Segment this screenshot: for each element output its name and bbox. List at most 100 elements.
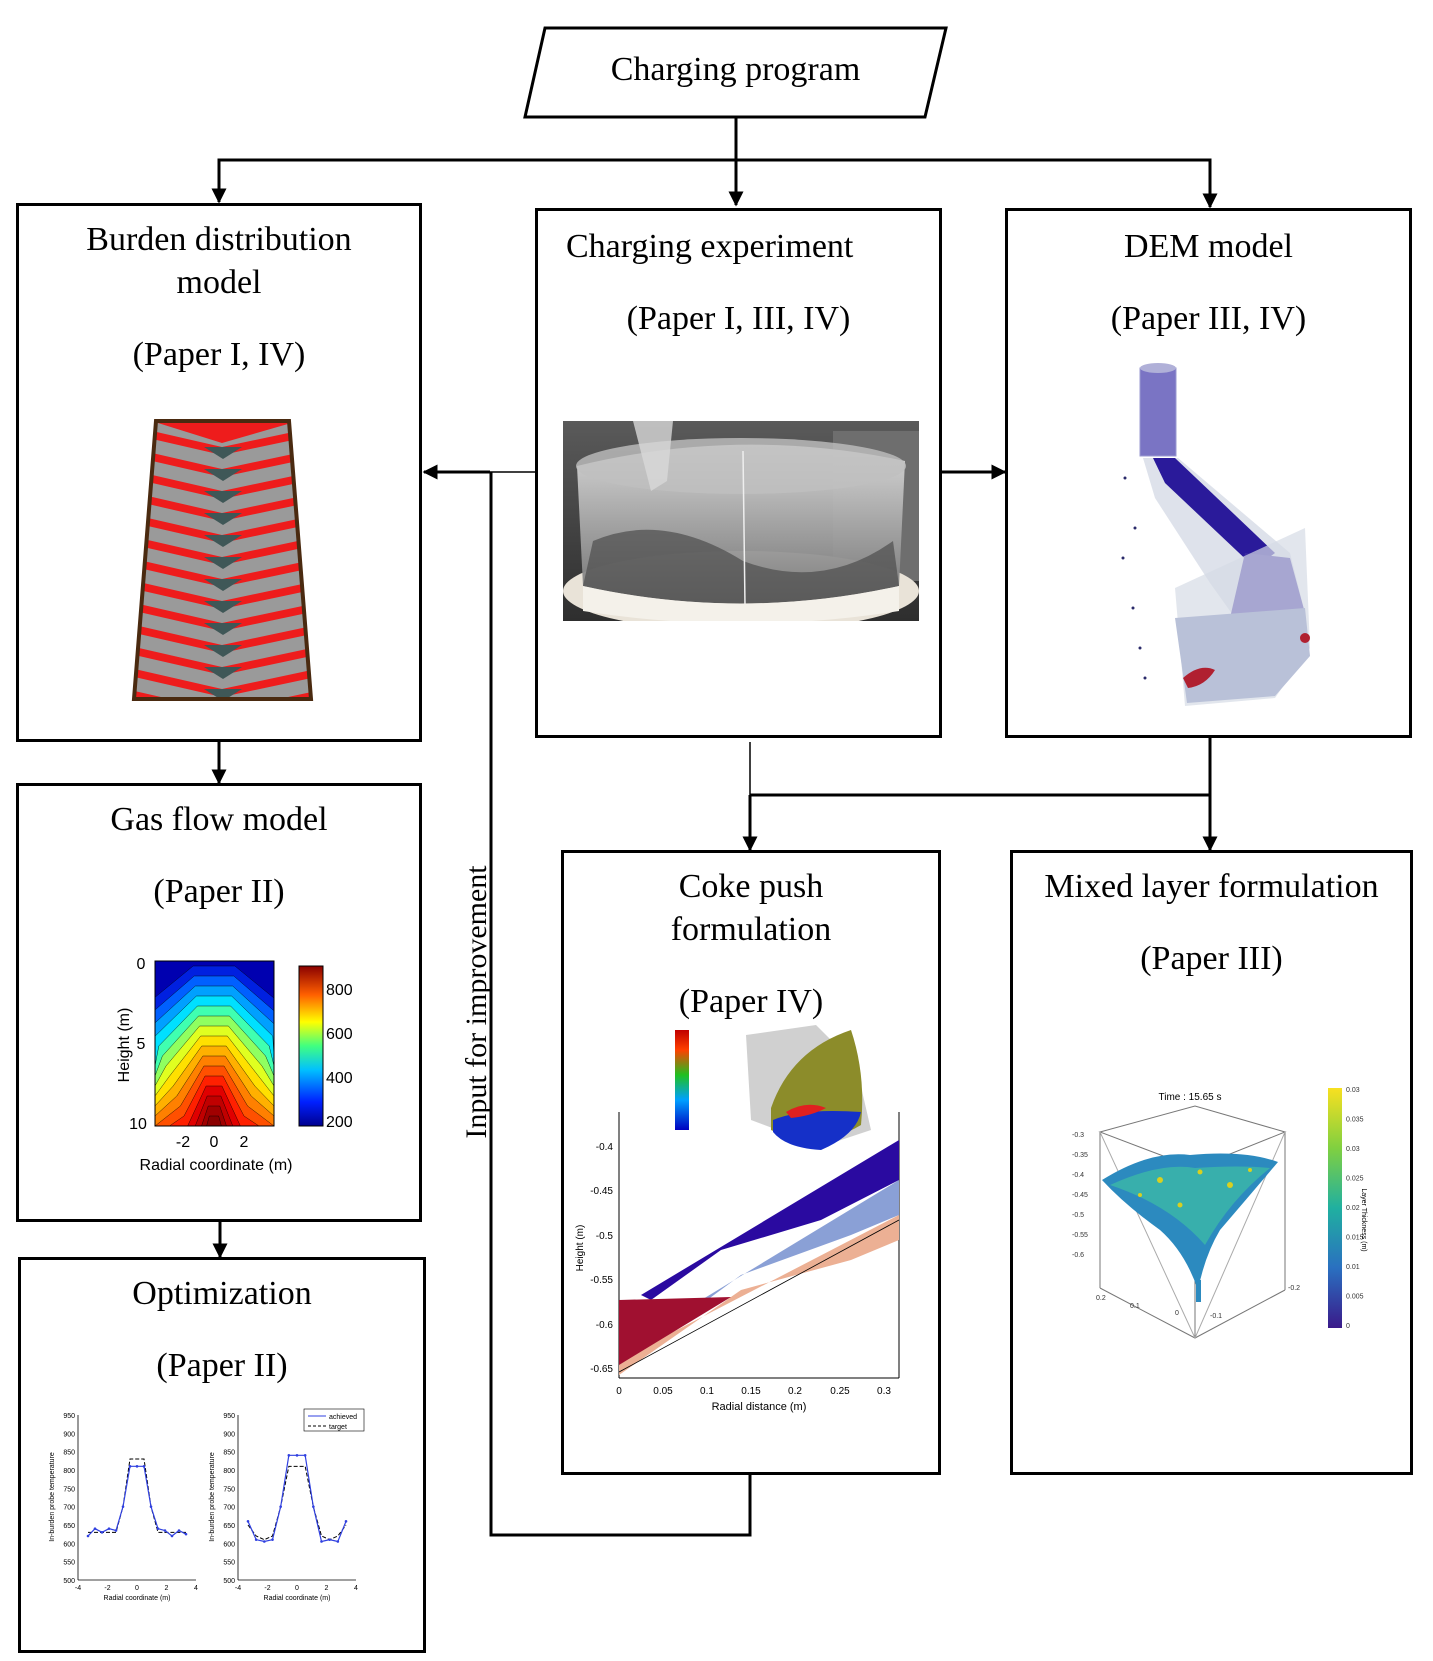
mixed-paper-ref: (Paper III): [1140, 940, 1283, 977]
coke-wedge: [204, 447, 242, 459]
experiment-photo: [563, 421, 919, 621]
opt-ytick: 600: [223, 1541, 235, 1548]
coke-wedge: [204, 667, 242, 679]
opt-achieved-point: [312, 1505, 315, 1508]
gas-xtick-neg2: -2: [176, 1134, 190, 1151]
gas-paper-ref: (Paper II): [153, 873, 285, 910]
coke-ytick: -0.6: [596, 1320, 614, 1331]
opt-ytick: 950: [223, 1413, 235, 1420]
opt-xlabel: Radial coordinate (m): [264, 1595, 331, 1602]
burden-layer-band: [134, 634, 311, 664]
mixed-ztick: -0.45: [1072, 1192, 1088, 1199]
coke-ytick: -0.4: [596, 1142, 614, 1153]
dem-paper-ref: (Paper III, IV): [1110, 300, 1307, 337]
coke-wedge: [204, 513, 242, 525]
opt-achieved-point: [279, 1505, 282, 1508]
opt-ylabel: In-burden probe temperature: [209, 1452, 216, 1542]
coke-wedge: [204, 491, 242, 503]
burden-layer-band: [134, 436, 311, 466]
coke-wedge: [204, 623, 242, 635]
opt-ytick: 750: [223, 1486, 235, 1493]
opt-achieved-point: [254, 1538, 258, 1541]
coke-wedge: [204, 469, 242, 481]
coke-wedge: [204, 689, 242, 699]
dem-simulation-figure: [1121, 363, 1310, 706]
opt-achieved-point: [135, 1465, 139, 1468]
mixed-cbar-tick: 0.015: [1346, 1235, 1364, 1242]
coke-ytick: -0.5: [596, 1231, 614, 1242]
mixed-title: Mixed layer formulation: [1044, 868, 1379, 905]
opt-achieved-point: [114, 1529, 118, 1532]
mixed-xtick: 0.2: [1096, 1295, 1106, 1302]
burden-distribution-box: Burden distribution model (Paper I, IV): [16, 203, 422, 742]
coke-layer-ore: [619, 1215, 899, 1375]
mixed-ztick: -0.5: [1072, 1212, 1084, 1219]
mixed-ztick: -0.6: [1072, 1252, 1084, 1259]
opt-xtick: -2: [104, 1585, 110, 1592]
mixed-xtick: 0: [1175, 1310, 1179, 1317]
burden-layer-band: [134, 568, 311, 598]
coke-xtick: 0.3: [877, 1386, 891, 1397]
opt-ytick: 550: [223, 1560, 235, 1567]
burden-layer-band: [134, 524, 311, 554]
opt-achieved-point: [246, 1520, 250, 1523]
mixed-cbar-tick: 0.005: [1346, 1294, 1364, 1301]
gas-contour-band: [155, 961, 274, 1026]
charging-program-label: Charging program: [610, 51, 861, 88]
coke-xtick: 0.05: [653, 1386, 673, 1397]
gas-cbar-400: 400: [326, 1070, 353, 1087]
opt-ytick: 900: [63, 1431, 75, 1438]
opt-xtick: -2: [264, 1585, 270, 1592]
burden-layer-band: [134, 612, 311, 642]
opt-achieved-point: [328, 1538, 331, 1541]
coke-title-line2: formulation: [670, 911, 832, 948]
burden-layer-band: [134, 546, 311, 576]
coke-wedge: [204, 557, 242, 569]
mixed-cbar-tick: 0.02: [1346, 1205, 1360, 1212]
opt-ytick: 550: [63, 1560, 75, 1567]
opt-xtick: 0: [295, 1585, 299, 1592]
opt-target-line: [247, 1465, 347, 1541]
opt-achieved-point: [303, 1454, 307, 1457]
opt-achieved-line: [247, 1454, 347, 1543]
mixed-ztick: -0.55: [1072, 1232, 1088, 1239]
opt-ytick: 850: [223, 1450, 235, 1457]
dem-model-box: DEM model (Paper III, IV): [1005, 208, 1412, 738]
gas-flow-box: Gas flow model (Paper II) 0 5 10 -2 0 2 …: [16, 783, 422, 1222]
charging-program-node: [523, 26, 948, 119]
gas-contour-band: [155, 961, 274, 1036]
experiment-paper-ref: (Paper I, III, IV): [626, 300, 851, 337]
feedback-loop-line: [489, 472, 752, 1537]
input-for-improvement-label: Input for improvement: [460, 865, 493, 1139]
opt-xtick: 0: [135, 1585, 139, 1592]
opt-achieved-point: [128, 1465, 132, 1468]
mixed-cbar-tick: 0.03: [1346, 1087, 1360, 1094]
opt-ytick: 950: [63, 1413, 75, 1420]
opt-xtick: 4: [194, 1585, 198, 1592]
burden-layer-figure: [131, 419, 314, 701]
mixed-xtick: 0.1: [1130, 1303, 1140, 1310]
gas-cbar-200: 200: [326, 1114, 353, 1131]
mixed-cbar-tick: 0.01: [1346, 1264, 1360, 1271]
mixed-cbar-label: Layer Thickness (m): [1360, 1188, 1367, 1251]
mixed-xtick: -0.1: [1210, 1313, 1222, 1320]
mixed-layer-figure: Time : 15.65 s -0.3-0.35-0.4-0.45-0.5-0.…: [1072, 1087, 1367, 1340]
opt-ytick: 500: [223, 1578, 235, 1585]
mixed-cbar-tick: 0.025: [1346, 1176, 1364, 1183]
opt-achieved-point: [271, 1538, 274, 1541]
opt-ytick: 650: [223, 1523, 235, 1530]
gas-xtick-2: 2: [240, 1134, 249, 1151]
gas-xlabel: Radial coordinate (m): [140, 1157, 293, 1174]
burden-layer-band: [134, 480, 311, 510]
coke-xtick: 0.15: [741, 1386, 761, 1397]
coke-title-line1: Coke push: [678, 868, 824, 905]
charging-experiment-box: Charging experiment (Paper I, III, IV): [535, 208, 942, 738]
burden-paper-ref: (Paper I, IV): [132, 336, 306, 373]
mixed-ztick: -0.4: [1072, 1172, 1084, 1179]
gas-flow-contour: 0 5 10 -2 0 2 Radial coordinate (m) Heig…: [116, 956, 353, 1174]
